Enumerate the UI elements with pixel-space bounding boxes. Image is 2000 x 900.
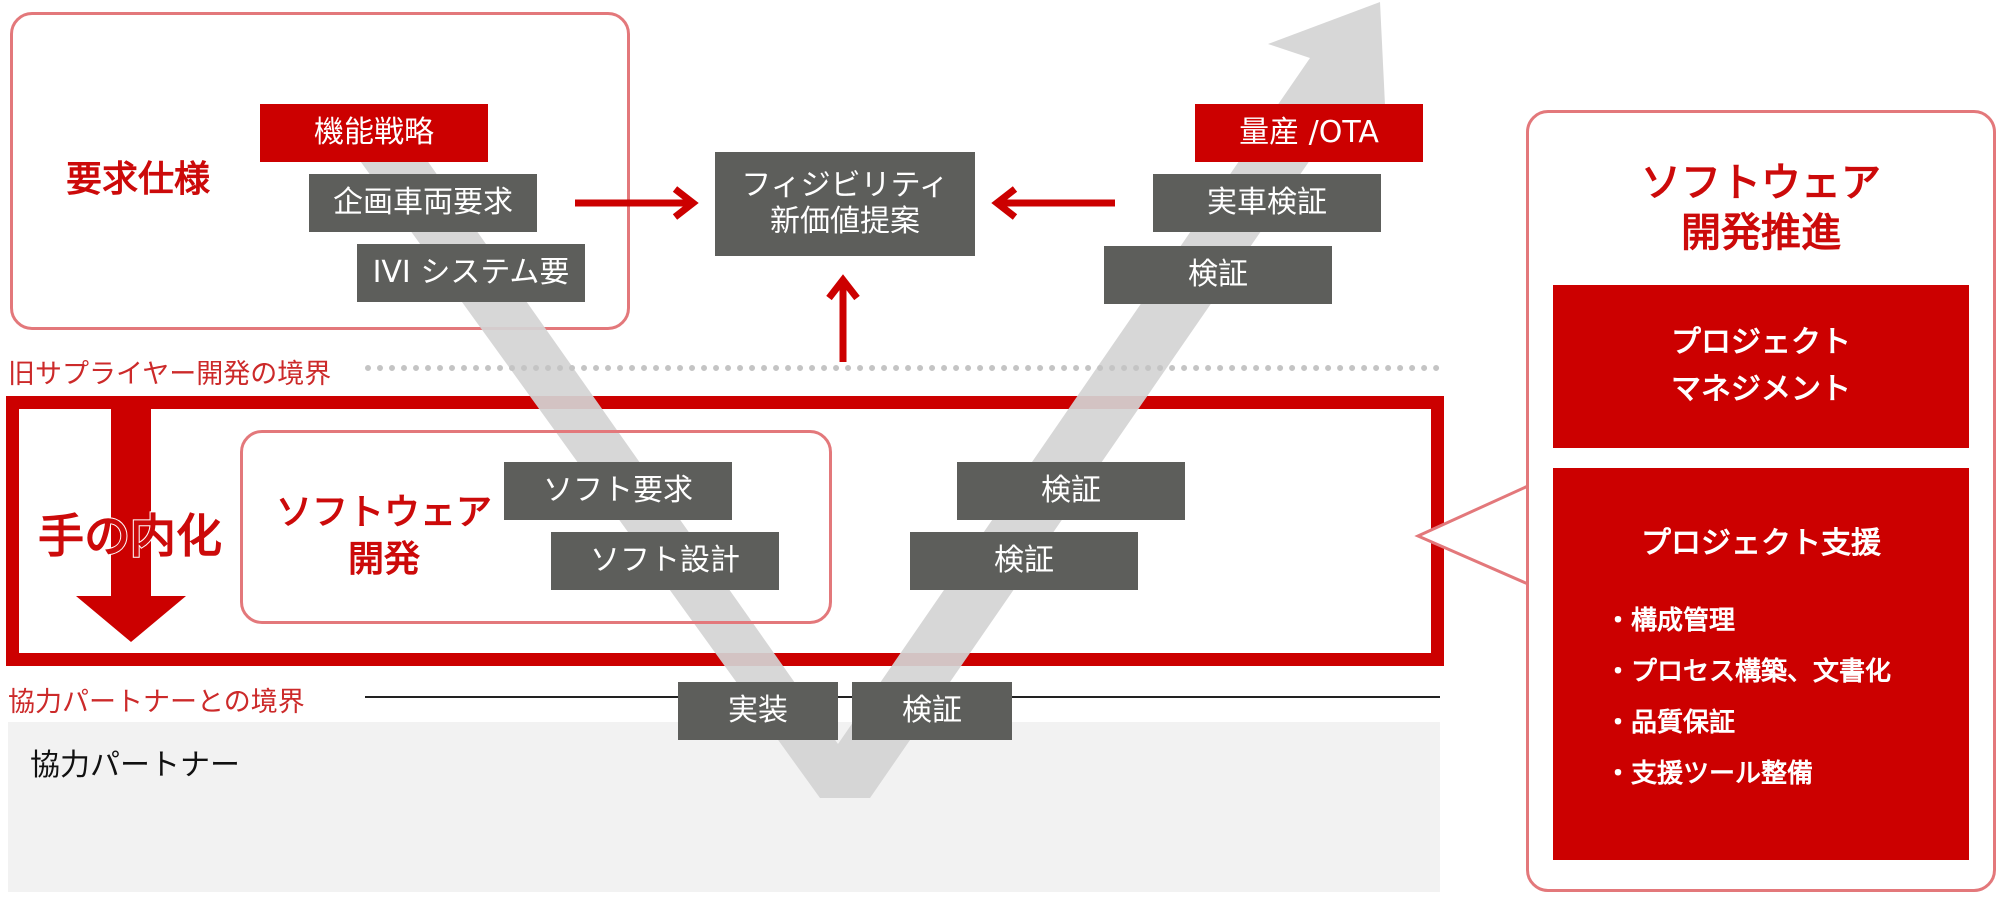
up-arrow-icon [826,274,860,362]
left-arrow-icon [991,186,1115,220]
project-management-card: プロジェクト マネジメント [1553,285,1969,448]
feasibility-line2: 新価値提案 [770,204,920,239]
side-panel-title-line1: ソフトウェア [1641,160,1881,206]
software-dev-title-line2: 開発 [348,538,421,580]
vehicle-verification-box: 実車検証 [1153,174,1381,232]
software-design-box: ソフト設計 [551,532,779,590]
side-panel-title-line2: 開発推進 [1681,210,1841,256]
down-arrow-icon [76,408,186,642]
implementation-box: 実装 [678,682,838,740]
partner-label: 協力パートナー [30,748,240,783]
software-dev-title-line1: ソフトウェア [276,492,493,533]
req-item-ivi: IVI システム要 [357,244,585,302]
old-supplier-boundary-line [365,365,1440,371]
pm-line2: マネジメント [1671,371,1851,407]
support-item-quality: ・品質保証 [1605,708,1736,738]
old-supplier-boundary-label: 旧サプライヤー開発の境界 [8,359,332,390]
callout-pointer [1414,483,1530,587]
project-support-title: プロジェクト支援 [1641,526,1881,561]
partner-boundary-label: 協力パートナーとの境界 [8,687,305,718]
software-requirements-box: ソフト要求 [504,462,732,520]
verification-box-mid-2: 検証 [910,532,1138,590]
right-arrow-icon [575,186,699,220]
support-item-config: ・構成管理 [1605,606,1736,636]
project-support-card: プロジェクト支援 ・構成管理 ・プロセス構築、文書化 ・品質保証 ・支援ツール整… [1553,468,1969,860]
project-support-list: ・構成管理 ・プロセス構築、文書化 ・品質保証 ・支援ツール整備 [1605,600,1969,790]
feasibility-box: フィジビリティ 新価値提案 [715,152,975,256]
req-item-vehicle: 企画車両要求 [309,174,537,232]
requirements-title: 要求仕様 [66,159,211,200]
verification-box-mid-1: 検証 [957,462,1185,520]
mass-production-box: 量産 /OTA [1195,104,1423,162]
pm-line1: プロジェクト [1671,325,1851,360]
side-panel-title: ソフトウェア 開発推進 [1526,158,1996,258]
feasibility-line1: フィジビリティ [741,168,949,203]
support-item-process: ・プロセス構築、文書化 [1605,657,1892,687]
req-item-strategy: 機能戦略 [260,104,488,162]
software-dev-title: ソフトウェア 開発 [276,490,492,584]
verification-box-bottom: 検証 [852,682,1012,740]
internalization-title: 手の内化 [37,508,223,564]
verification-box-top: 検証 [1104,246,1332,304]
support-item-tools: ・支援ツール整備 [1605,759,1814,789]
